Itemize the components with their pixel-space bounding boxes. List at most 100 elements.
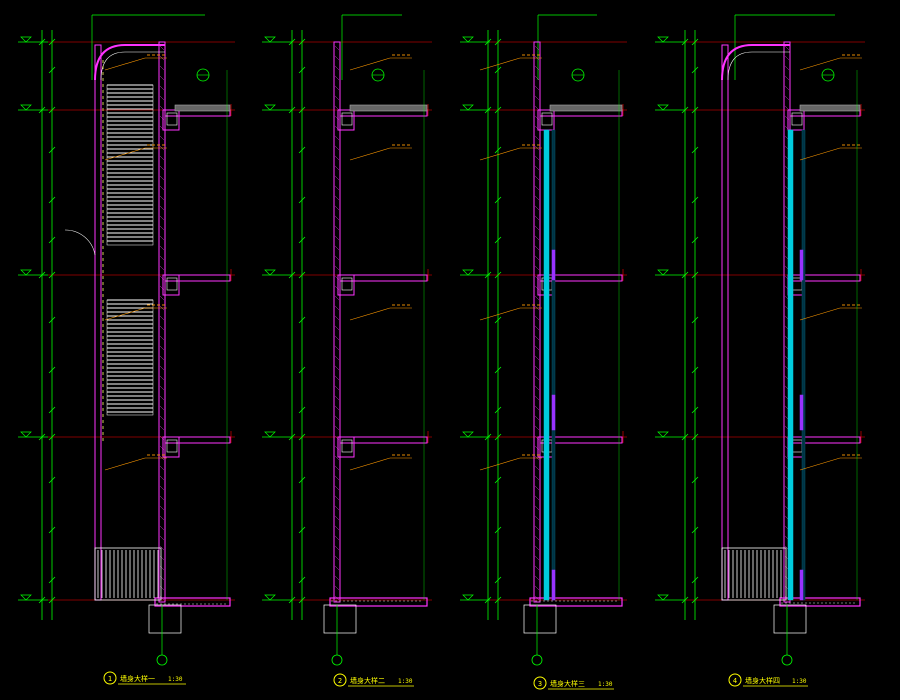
ground-hatch [809,602,811,604]
dimension-tick [494,366,502,374]
glass-frame [801,129,806,601]
wall-hatch [534,95,540,101]
ground-hatch [343,600,345,602]
wall-hatch [534,165,540,171]
wall-hatch [534,415,540,421]
ground-hatch [355,600,357,602]
wall-hatch [334,145,340,151]
wall-hatch [334,545,340,551]
ground-hatch [789,602,791,604]
wall-hatch [159,225,165,231]
dimension-tick [484,433,492,441]
ground-hatch [192,603,194,605]
level-marker [20,431,32,438]
beam-inner [166,439,178,453]
wall-hatch [334,425,340,431]
foundation [523,604,557,634]
dimension-tick [494,38,502,46]
dimension-tick [691,433,699,441]
ground-hatch [407,600,409,602]
ground-hatch [797,602,799,604]
roof-slab [349,104,428,112]
ground-hatch [579,600,581,602]
dimension-tick [298,66,306,74]
wall-hatch [534,375,540,381]
dimension-tick [494,433,502,441]
level-marker [462,36,474,43]
ground-hatch [347,600,349,602]
beam-inner [341,112,353,126]
dimension-tick [38,106,46,114]
dimension-tick [298,596,306,604]
dimension-tick [298,476,306,484]
beam-inner [166,112,178,126]
ground-hatch [615,600,617,602]
wall-hatch [159,315,165,321]
wall-hatch [534,245,540,251]
axis-bubble [331,654,343,666]
ground-hatch [172,603,174,605]
beam [337,274,355,296]
wall-hatch [159,395,165,401]
wall-hatch [334,375,340,381]
ground-hatch [395,600,397,602]
wall-hatch [534,475,540,481]
section-scale: 1:30 [792,678,807,685]
ground-hatch [371,600,373,602]
wall-hatch [334,385,340,391]
level-marker [657,431,669,438]
floor-slab [539,436,623,444]
ground-hatch [853,602,855,604]
axis-bubble [156,654,168,666]
dimension-tick [288,38,296,46]
wall-hatch [334,475,340,481]
dimension-tick [494,576,502,584]
wall-hatch [534,535,540,541]
leader-line [349,57,391,71]
wall-hatch [159,175,165,181]
dimension-tick [298,366,306,374]
ground-hatch [359,600,361,602]
section-number: 4 [733,677,737,685]
wall-hatch [159,165,165,171]
window-marker [551,394,556,431]
dimension-tick [298,196,306,204]
ground-hatch [160,603,162,605]
leader-line [479,307,521,321]
dimension-tick [691,38,699,46]
wall-hatch [159,215,165,221]
ground-hatch [216,603,218,605]
wall-hatch [534,135,540,141]
ground-hatch [829,602,831,604]
wall-hatch [534,105,540,111]
ground-hatch [403,600,405,602]
wall-hatch [159,475,165,481]
wall-hatch [534,365,540,371]
dimension-tick [298,316,306,324]
wall-hatch [534,555,540,561]
dimension-tick [298,433,306,441]
wall-hatch [534,235,540,241]
wall-hatch [534,155,540,161]
ground-hatch [781,602,783,604]
wall-hatch [334,185,340,191]
wall-section-3 [460,14,627,666]
section-number-circle [333,673,347,687]
wall-hatch [334,165,340,171]
dimension-tick [48,271,56,279]
ground-hatch [387,600,389,602]
wall-hatch [334,355,340,361]
dimension-tick [298,526,306,534]
dimension-tick [494,316,502,324]
wall-hatch [334,455,340,461]
dimension-tick [48,196,56,204]
wall-hatch [159,45,165,51]
wall-hatch [534,505,540,511]
wall-hatch [534,565,540,571]
floor-slab [164,436,231,444]
dimension-tick [494,271,502,279]
section-number-circle [728,673,742,687]
window-marker [799,569,804,601]
dimension-tick [288,106,296,114]
dimension-tick [288,433,296,441]
